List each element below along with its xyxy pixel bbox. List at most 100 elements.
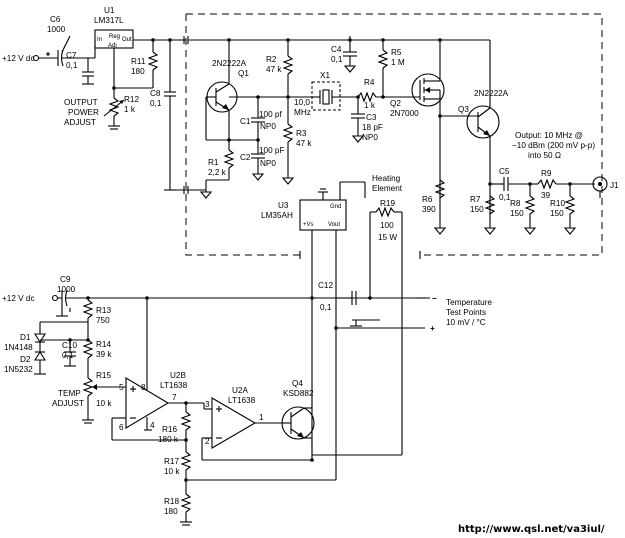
- r6-label: R6: [422, 195, 433, 204]
- r9-value: 39: [541, 191, 551, 200]
- c10-value: 0,1: [62, 351, 74, 360]
- u2b-label: U2B: [170, 371, 186, 380]
- r5-value: 1 M: [391, 58, 405, 67]
- q1-label: Q1: [238, 69, 249, 78]
- capacitor-c9: [61, 289, 430, 312]
- mosfet-q2: [411, 40, 478, 228]
- resistor-r13: [82, 299, 94, 340]
- r19-wattage: 15 W: [378, 233, 397, 242]
- u2b-pin5: 5: [119, 383, 124, 392]
- c7-value: 0,1: [66, 61, 78, 70]
- temp-adjust-line2: ADJUST: [52, 399, 84, 408]
- r10-label: R10: [550, 199, 565, 208]
- test-point-minus-label: −: [432, 294, 437, 303]
- r17-value: 10 k: [164, 467, 180, 476]
- resistor-r8: [523, 184, 537, 235]
- input-terminal-bottom: [51, 294, 62, 302]
- oven-enclosure-border: [185, 13, 603, 256]
- r6-value: 390: [422, 205, 436, 214]
- u3-part: LM35AH: [261, 211, 293, 220]
- power-adjust-line1: OUTPUT: [64, 98, 98, 107]
- u2a-pin1: 1: [259, 413, 264, 422]
- test-points-line1: Temperature: [446, 298, 492, 307]
- u2b-pin7: 7: [172, 393, 177, 402]
- capacitor-c3: [351, 97, 365, 143]
- output-spec-line1: Output: 10 MHz @: [515, 131, 583, 140]
- u3-vout-pin: Vout: [328, 222, 340, 228]
- capacitor-c10: [64, 340, 76, 367]
- r13-value: 750: [96, 316, 110, 325]
- r16-value: 180 k: [158, 435, 179, 444]
- opamp-u2b: [111, 298, 204, 441]
- crystal-x1: [311, 81, 358, 111]
- u2b-part: LT1638: [160, 381, 188, 390]
- u3-label: U3: [278, 201, 289, 210]
- capacitor-c12: [336, 291, 380, 327]
- d2-part: 1N5232: [4, 365, 33, 374]
- c1-label: C1: [240, 117, 251, 126]
- c5-value: 0,1: [499, 193, 511, 202]
- u1-part: LM317L: [94, 16, 124, 25]
- r17-label: R17: [164, 457, 179, 466]
- r8-label: R8: [510, 199, 521, 208]
- power-adjust-line3: ADJUST: [64, 118, 96, 127]
- u2b-pin4: 4: [150, 421, 155, 430]
- resistor-r11: [114, 40, 159, 89]
- r12-value: 1 k: [124, 105, 136, 114]
- opamp-u2a: [201, 397, 312, 461]
- supply-label-top: +12 V dc: [2, 54, 35, 63]
- r1-label: R1: [208, 158, 219, 167]
- power-adjust-line2: POWER: [68, 108, 99, 117]
- resistor-r1: [199, 140, 235, 199]
- q4-part: KSD882: [283, 389, 314, 398]
- capacitor-c6: [46, 49, 95, 67]
- c2-label: C2: [240, 153, 251, 162]
- c1-type: NP0: [260, 122, 276, 131]
- capacitor-c7: [82, 58, 94, 85]
- r14-value: 39 k: [96, 350, 112, 359]
- q1-part: 2N2222A: [212, 59, 247, 68]
- d1-label: D1: [20, 333, 31, 342]
- potentiometer-r15: [82, 377, 126, 424]
- capacitor-c5: [490, 177, 530, 191]
- resistor-r2: [282, 40, 294, 97]
- capacitor-c1: [251, 97, 265, 140]
- resistor-r7: [483, 195, 497, 235]
- r11-value: 180: [131, 67, 145, 76]
- temp-sensor-u3: [299, 181, 366, 231]
- resistor-r10: [563, 184, 577, 235]
- capacitor-c2: [251, 140, 265, 181]
- r14-label: R14: [96, 340, 111, 349]
- resistor-r17: [180, 451, 192, 488]
- c7-label: C7: [66, 51, 77, 60]
- c3-label: C3: [366, 113, 377, 122]
- transistor-q1: [206, 40, 238, 140]
- resistor-r5: [377, 40, 389, 97]
- capacitor-c8: [164, 40, 176, 191]
- u2a-pin3: 3: [205, 400, 210, 409]
- u2a-part: LT1638: [228, 396, 256, 405]
- test-points-line3: 10 mV / °C: [446, 318, 486, 327]
- c8-label: C8: [150, 89, 161, 98]
- u2b-pin8: 8: [141, 383, 146, 392]
- heater-label-line1: Heating: [372, 174, 401, 183]
- q2-label: Q2: [390, 99, 401, 108]
- c10-label: C10: [62, 341, 77, 350]
- r3-label: R3: [296, 129, 307, 138]
- zener-d2: [34, 350, 46, 368]
- r15-value: 10 k: [96, 399, 112, 408]
- output-spec-line2: −10 dBm (200 mV p-p): [512, 141, 595, 150]
- transistor-q4: [281, 406, 315, 440]
- r7-value: 150: [470, 205, 484, 214]
- q3-label: Q3: [458, 105, 469, 114]
- resistor-r6: [433, 179, 447, 235]
- u3-gnd-pin: Gnd: [330, 204, 341, 210]
- output-connector-j1[interactable]: [592, 176, 608, 198]
- x1-unit: MHz: [294, 108, 311, 117]
- r19-value: 100: [380, 221, 394, 230]
- resistor-r4: [357, 91, 420, 103]
- r1-value: 2,2 k: [208, 168, 227, 177]
- c3-type: NP0: [362, 133, 378, 142]
- test-points-line2: Test Points: [446, 308, 486, 317]
- r7-label: R7: [470, 195, 481, 204]
